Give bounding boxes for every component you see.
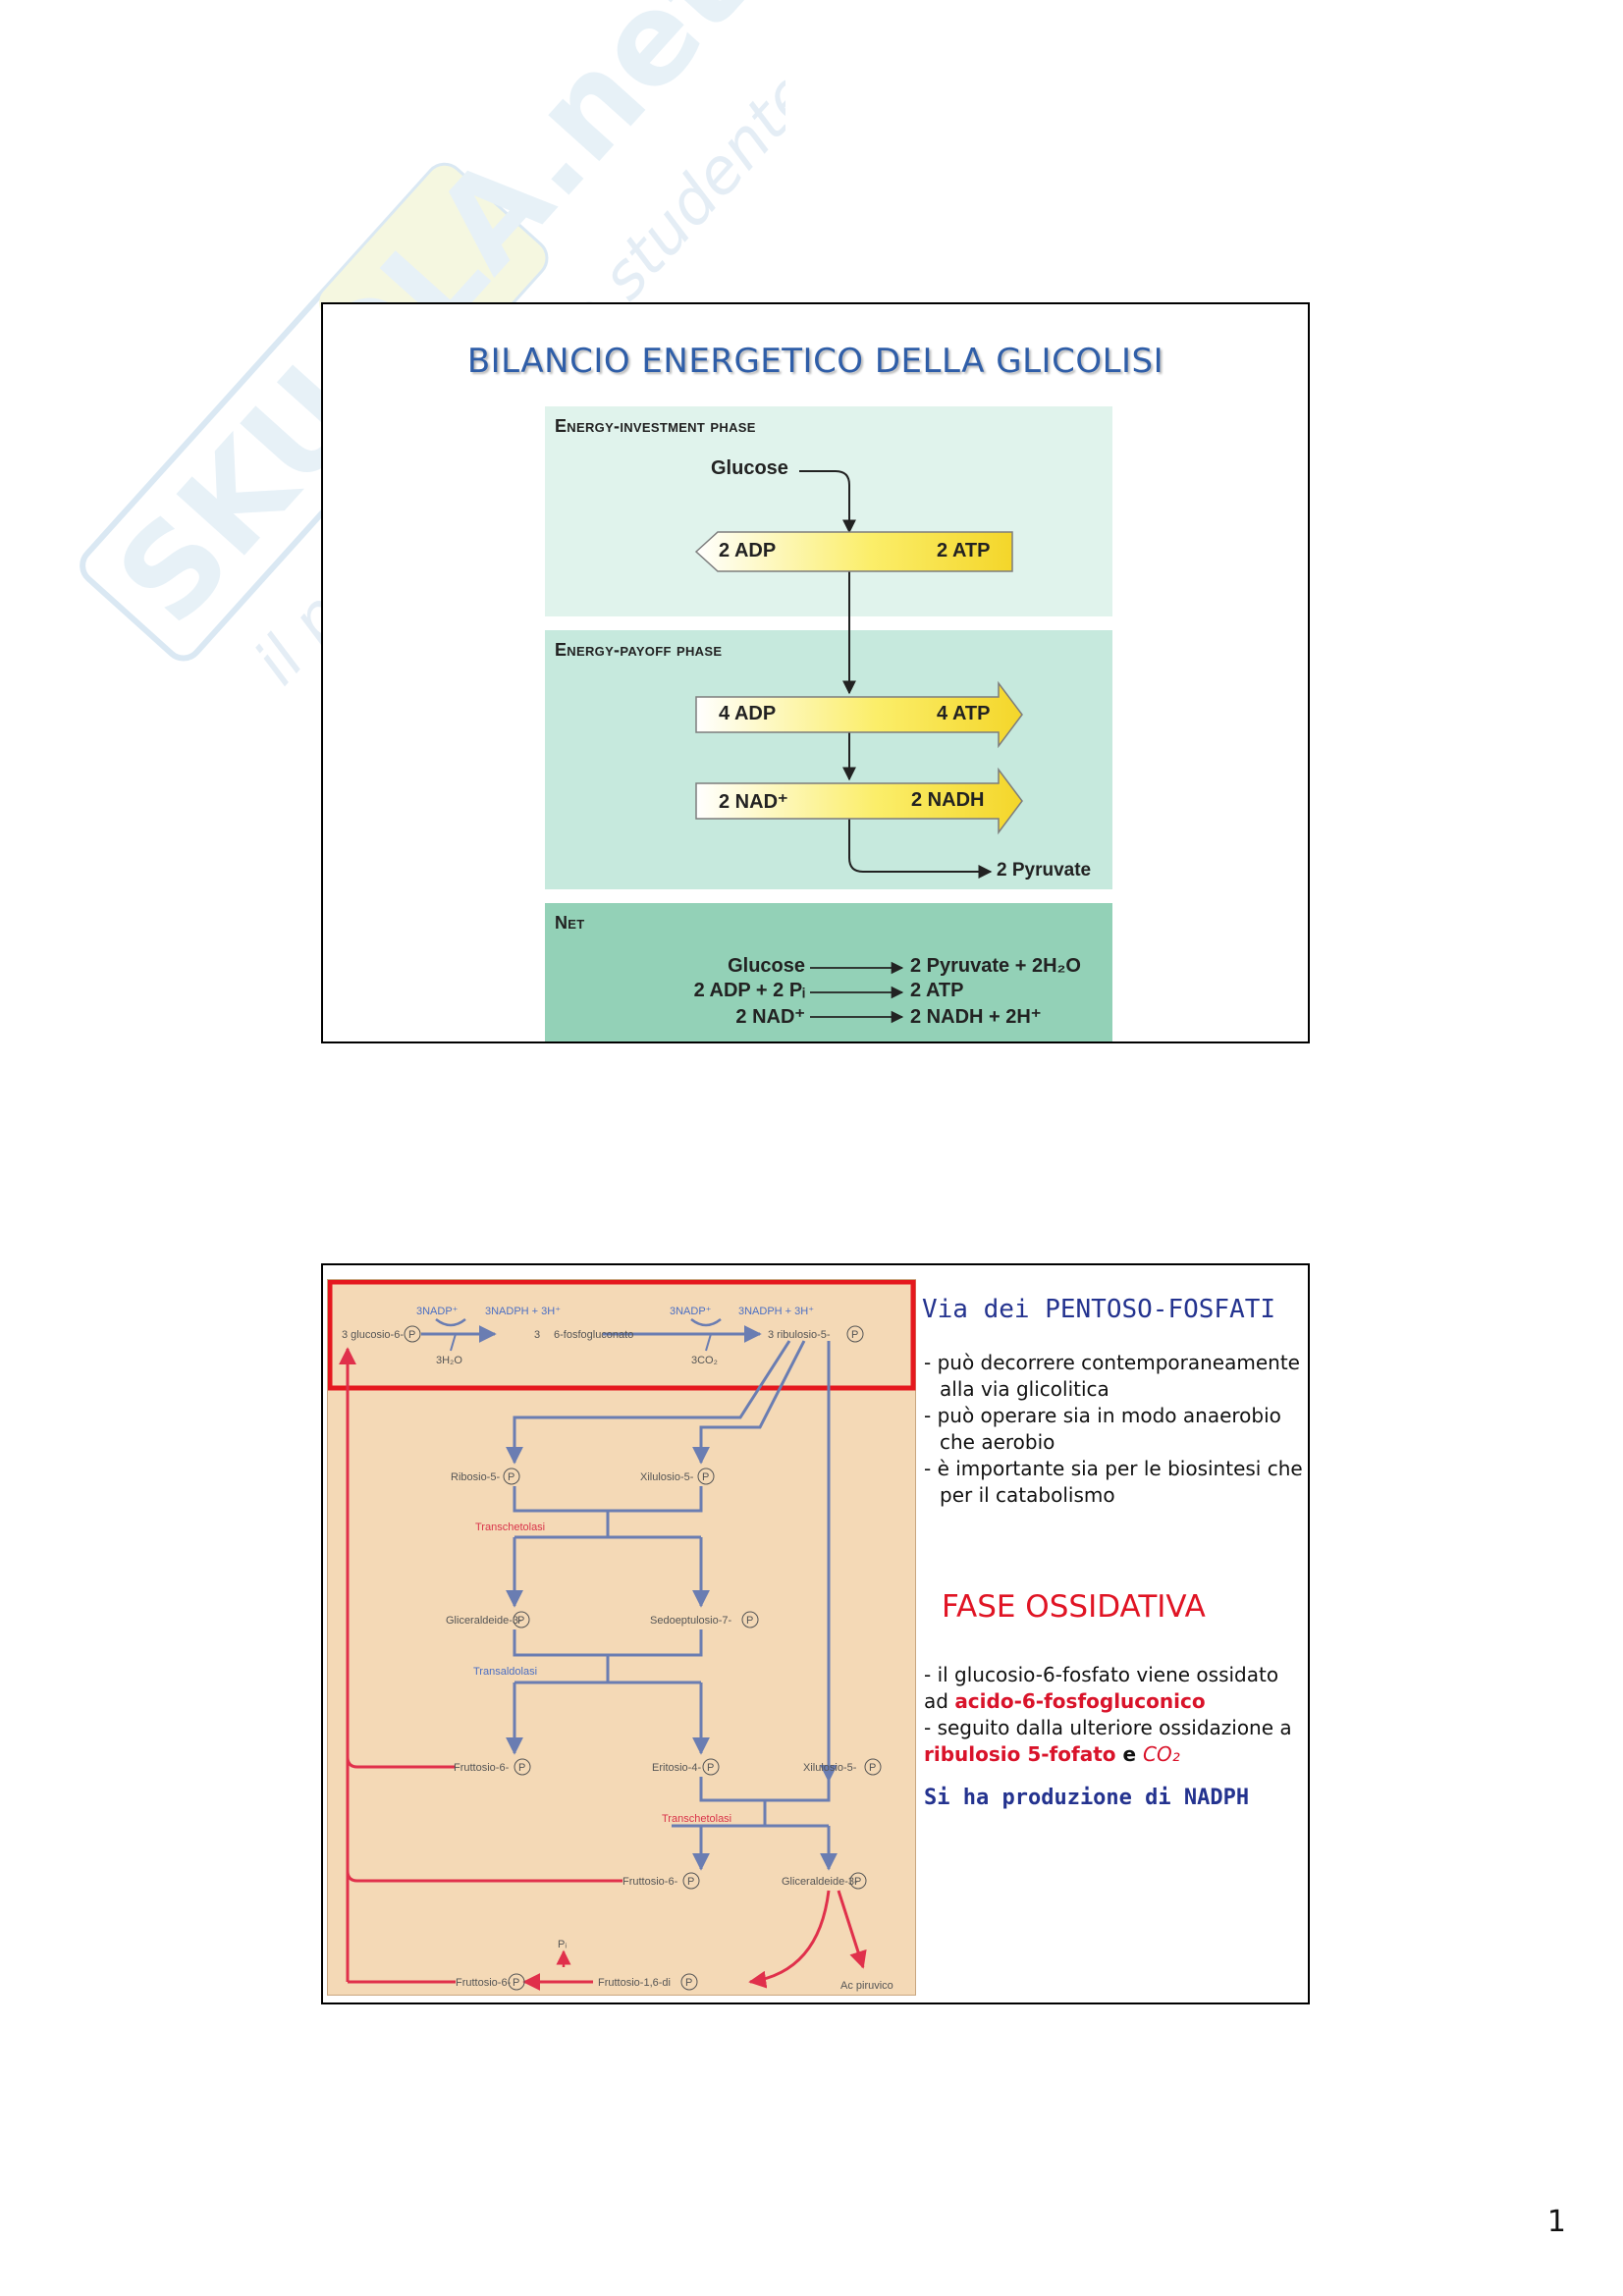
fase-bullet-1: - il glucosio-6-fosfato viene ossidato a… <box>924 1663 1279 1713</box>
svg-text:P: P <box>513 1977 519 1989</box>
svg-text:P: P <box>851 1329 858 1341</box>
svg-text:3H₂O: 3H₂O <box>436 1355 462 1366</box>
payoff-nadh: 2 NADH <box>911 789 985 811</box>
payoff-adp: 4 ADP <box>719 703 777 724</box>
svg-text:3 ribulosio-5-: 3 ribulosio-5- <box>768 1329 831 1341</box>
svg-text:Gliceraldeide-3-: Gliceraldeide-3- <box>446 1615 522 1627</box>
svg-text:3NADPH + 3H⁺: 3NADPH + 3H⁺ <box>485 1306 561 1317</box>
net-row3-left: 2 NAD⁺ <box>735 1006 805 1028</box>
payoff-atp: 4 ATP <box>937 703 991 724</box>
svg-text:P: P <box>746 1615 753 1627</box>
svg-text:Transchetolasi: Transchetolasi <box>662 1813 731 1825</box>
slide2-title: Via dei PENTOSO-FOSFATI <box>922 1295 1276 1324</box>
net-phase: Net <box>545 903 1112 1041</box>
svg-text:P: P <box>408 1329 415 1341</box>
svg-text:P: P <box>685 1977 692 1989</box>
svg-text:Xilulosio-5-: Xilulosio-5- <box>640 1471 694 1483</box>
svg-text:Sedoeptulosio-7-: Sedoeptulosio-7- <box>650 1615 732 1627</box>
fase-ossidativa-title: FASE OSSIDATIVA <box>942 1589 1206 1625</box>
phosphate-circle <box>404 1325 421 1343</box>
svg-text:3NADP⁺: 3NADP⁺ <box>416 1306 459 1317</box>
svg-text:P: P <box>508 1471 514 1483</box>
svg-text:Fruttosio-1,6-di: Fruttosio-1,6-di <box>598 1977 671 1989</box>
investment-atp: 2 ATP <box>937 540 991 561</box>
svg-text:P: P <box>869 1762 876 1774</box>
net-phase-label: Net <box>555 913 585 933</box>
svg-text:Ribosio-5-: Ribosio-5- <box>451 1471 500 1483</box>
net-row3-right: 2 NADH + 2H⁺ <box>910 1006 1042 1028</box>
nad-payoff-arrow <box>695 767 1023 835</box>
glucose-label: Glucose <box>711 457 788 479</box>
svg-text:Fruttosio-6-: Fruttosio-6- <box>456 1977 512 1989</box>
svg-text:3CO₂: 3CO₂ <box>691 1355 718 1366</box>
acido-fosfogluconico-highlight: acido-6-fosfogluconico <box>954 1689 1206 1713</box>
net-row2-left: 2 ADP + 2 Pᵢ <box>693 980 805 1001</box>
svg-text:P: P <box>702 1471 709 1483</box>
page-number: 1 <box>1546 2205 1566 2239</box>
slide-pentose-phosphate: 3NADP⁺ 3NADPH + 3H⁺ 3NADP⁺ 3NADPH + 3H⁺ … <box>321 1263 1310 2004</box>
fase-bullets: - il glucosio-6-fosfato viene ossidato a… <box>924 1662 1307 1768</box>
bullet-1: - può decorrere contemporaneamente alla … <box>924 1351 1300 1401</box>
payoff-phase-label: Energy-payoff phase <box>555 640 723 660</box>
svg-text:Xilulosio-5-: Xilulosio-5- <box>803 1762 857 1774</box>
net-row2-right: 2 ATP <box>910 980 964 1001</box>
bullet-2: - può operare sia in modo anaerobio che … <box>924 1404 1281 1454</box>
svg-text:3NADP⁺: 3NADP⁺ <box>670 1306 712 1317</box>
svg-text:Ac piruvico: Ac piruvico <box>840 1980 893 1992</box>
svg-text:3: 3 <box>534 1329 540 1341</box>
glucose-flow-arrow <box>799 470 856 534</box>
svg-text:6-fosfogluconato: 6-fosfogluconato <box>554 1329 633 1341</box>
svg-text:Fruttosio-6-: Fruttosio-6- <box>454 1762 510 1774</box>
svg-text:P: P <box>854 1876 861 1888</box>
slide-glycolysis-balance: BILANCIO ENERGETICO DELLA GLICOLISI Ener… <box>321 302 1310 1043</box>
svg-text:Fruttosio-6-: Fruttosio-6- <box>622 1876 678 1888</box>
energy-payoff-phase: Energy-payoff phase <box>545 630 1112 889</box>
pentose-bullets: - può decorrere contemporaneamente alla … <box>924 1350 1307 1509</box>
svg-text:Transchetolasi: Transchetolasi <box>475 1522 545 1533</box>
bullet-3: - è importante sia per le biosintesi che… <box>924 1457 1303 1507</box>
svg-text:Eritosio-4-: Eritosio-4- <box>652 1762 701 1774</box>
pyruvate-flow-arrow <box>848 809 993 879</box>
svg-text:3NADPH + 3H⁺: 3NADPH + 3H⁺ <box>738 1306 814 1317</box>
ribulosio-highlight: ribulosio 5-fofato <box>924 1742 1116 1766</box>
investment-adp: 2 ADP <box>719 540 777 561</box>
svg-text:Pᵢ: Pᵢ <box>558 1939 567 1950</box>
svg-text:P: P <box>518 1762 525 1774</box>
nadph-production-text: Si ha produzione di NADPH <box>924 1786 1250 1810</box>
payoff-nad: 2 NAD⁺ <box>719 791 788 813</box>
pyruvate-label: 2 Pyruvate <box>997 860 1092 881</box>
slide1-title: BILANCIO ENERGETICO DELLA GLICOLISI <box>466 342 1164 381</box>
co2-highlight: CO₂ <box>1143 1742 1180 1766</box>
oxidative-phase-highlight <box>327 1279 916 1391</box>
net-row1-right: 2 Pyruvate + 2H₂O <box>910 955 1081 977</box>
investment-phase-label: Energy-investment phase <box>555 416 756 436</box>
investment-arrow <box>694 531 1013 572</box>
pathway-svg: 3NADP⁺ 3NADPH + 3H⁺ 3NADP⁺ 3NADPH + 3H⁺ … <box>327 1279 916 1992</box>
net-row1-left: Glucose <box>728 955 805 977</box>
svg-text:P: P <box>517 1615 524 1627</box>
energy-investment-phase: Energy-investment phase <box>545 406 1112 616</box>
svg-text:P: P <box>707 1762 714 1774</box>
svg-text:Gliceraldeide-3-: Gliceraldeide-3- <box>782 1876 858 1888</box>
pentose-pathway-diagram: 3NADP⁺ 3NADPH + 3H⁺ 3NADP⁺ 3NADPH + 3H⁺ … <box>327 1279 916 1996</box>
svg-text:P: P <box>687 1876 694 1888</box>
svg-text:3 glucosio-6-: 3 glucosio-6- <box>342 1329 404 1341</box>
glycolysis-arrows <box>694 470 1023 1024</box>
svg-text:Transaldolasi: Transaldolasi <box>473 1666 537 1678</box>
fase-bullet-2: - seguito dalla ulteriore ossidazione a … <box>924 1716 1292 1766</box>
atp-payoff-arrow <box>695 680 1023 749</box>
